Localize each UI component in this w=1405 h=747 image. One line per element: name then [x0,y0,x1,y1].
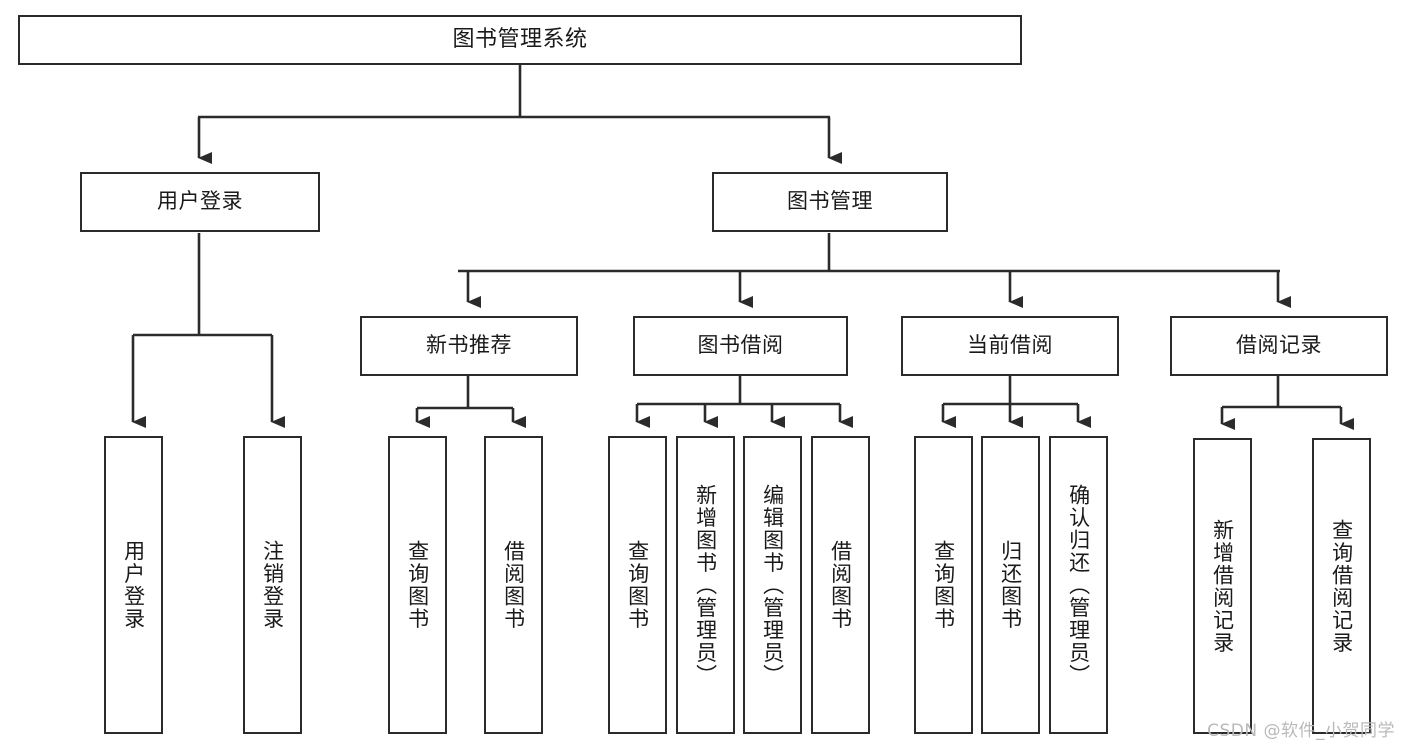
node-leaf-add-book[interactable]: 新增图书（管理员） [676,436,735,734]
node-current-borrow[interactable]: 当前借阅 [901,316,1119,376]
node-leaf-add-record[interactable]: 新增借阅记录 [1193,438,1252,734]
node-leaf-query-book-3-label: 查询图书 [931,540,956,630]
csdn-watermark: CSDN @软件_小贺同学 [1207,721,1395,741]
node-leaf-query-book-1-label: 查询图书 [405,540,430,630]
node-book-manage-label: 图书管理 [787,189,873,214]
node-leaf-borrow-book-2-label: 借阅图书 [828,540,853,630]
node-leaf-add-book-label: 新增图书（管理员） [693,483,718,687]
node-leaf-borrow-book-1[interactable]: 借阅图书 [484,436,543,734]
node-leaf-logout-login[interactable]: 注销登录 [243,436,302,734]
node-leaf-borrow-book-1-label: 借阅图书 [501,540,526,630]
node-new-book-recommend-label: 新书推荐 [426,333,512,358]
node-leaf-user-login-label: 用户登录 [121,540,146,630]
node-book-borrow-label: 图书借阅 [697,333,784,358]
node-leaf-logout-login-label: 注销登录 [260,540,285,630]
node-leaf-edit-book-label: 编辑图书（管理员） [760,483,785,687]
node-leaf-query-book-2[interactable]: 查询图书 [608,436,667,734]
node-leaf-return-book-label: 归还图书 [998,540,1023,630]
node-current-borrow-label: 当前借阅 [967,333,1053,358]
node-borrow-record[interactable]: 借阅记录 [1170,316,1388,376]
node-leaf-edit-book[interactable]: 编辑图书（管理员） [743,436,802,734]
node-leaf-borrow-book-2[interactable]: 借阅图书 [811,436,870,734]
node-leaf-add-record-label: 新增借阅记录 [1210,518,1235,654]
node-leaf-query-record[interactable]: 查询借阅记录 [1312,438,1371,734]
node-borrow-record-label: 借阅记录 [1236,333,1322,358]
node-leaf-user-login[interactable]: 用户登录 [104,436,163,734]
node-user-login[interactable]: 用户登录 [80,172,320,232]
node-leaf-query-record-label: 查询借阅记录 [1329,518,1354,654]
node-leaf-query-book-3[interactable]: 查询图书 [914,436,973,734]
node-leaf-return-book[interactable]: 归还图书 [981,436,1040,734]
node-user-login-label: 用户登录 [157,189,243,214]
node-leaf-confirm-return[interactable]: 确认归还（管理员） [1049,436,1108,734]
node-root-label: 图书管理系统 [452,26,588,52]
node-leaf-confirm-return-label: 确认归还（管理员） [1066,483,1091,687]
node-root[interactable]: 图书管理系统 [18,15,1022,65]
node-leaf-query-book-2-label: 查询图书 [625,540,650,630]
node-new-book-recommend[interactable]: 新书推荐 [360,316,578,376]
node-leaf-query-book-1[interactable]: 查询图书 [388,436,447,734]
node-book-manage[interactable]: 图书管理 [712,172,948,232]
node-book-borrow[interactable]: 图书借阅 [633,316,848,376]
